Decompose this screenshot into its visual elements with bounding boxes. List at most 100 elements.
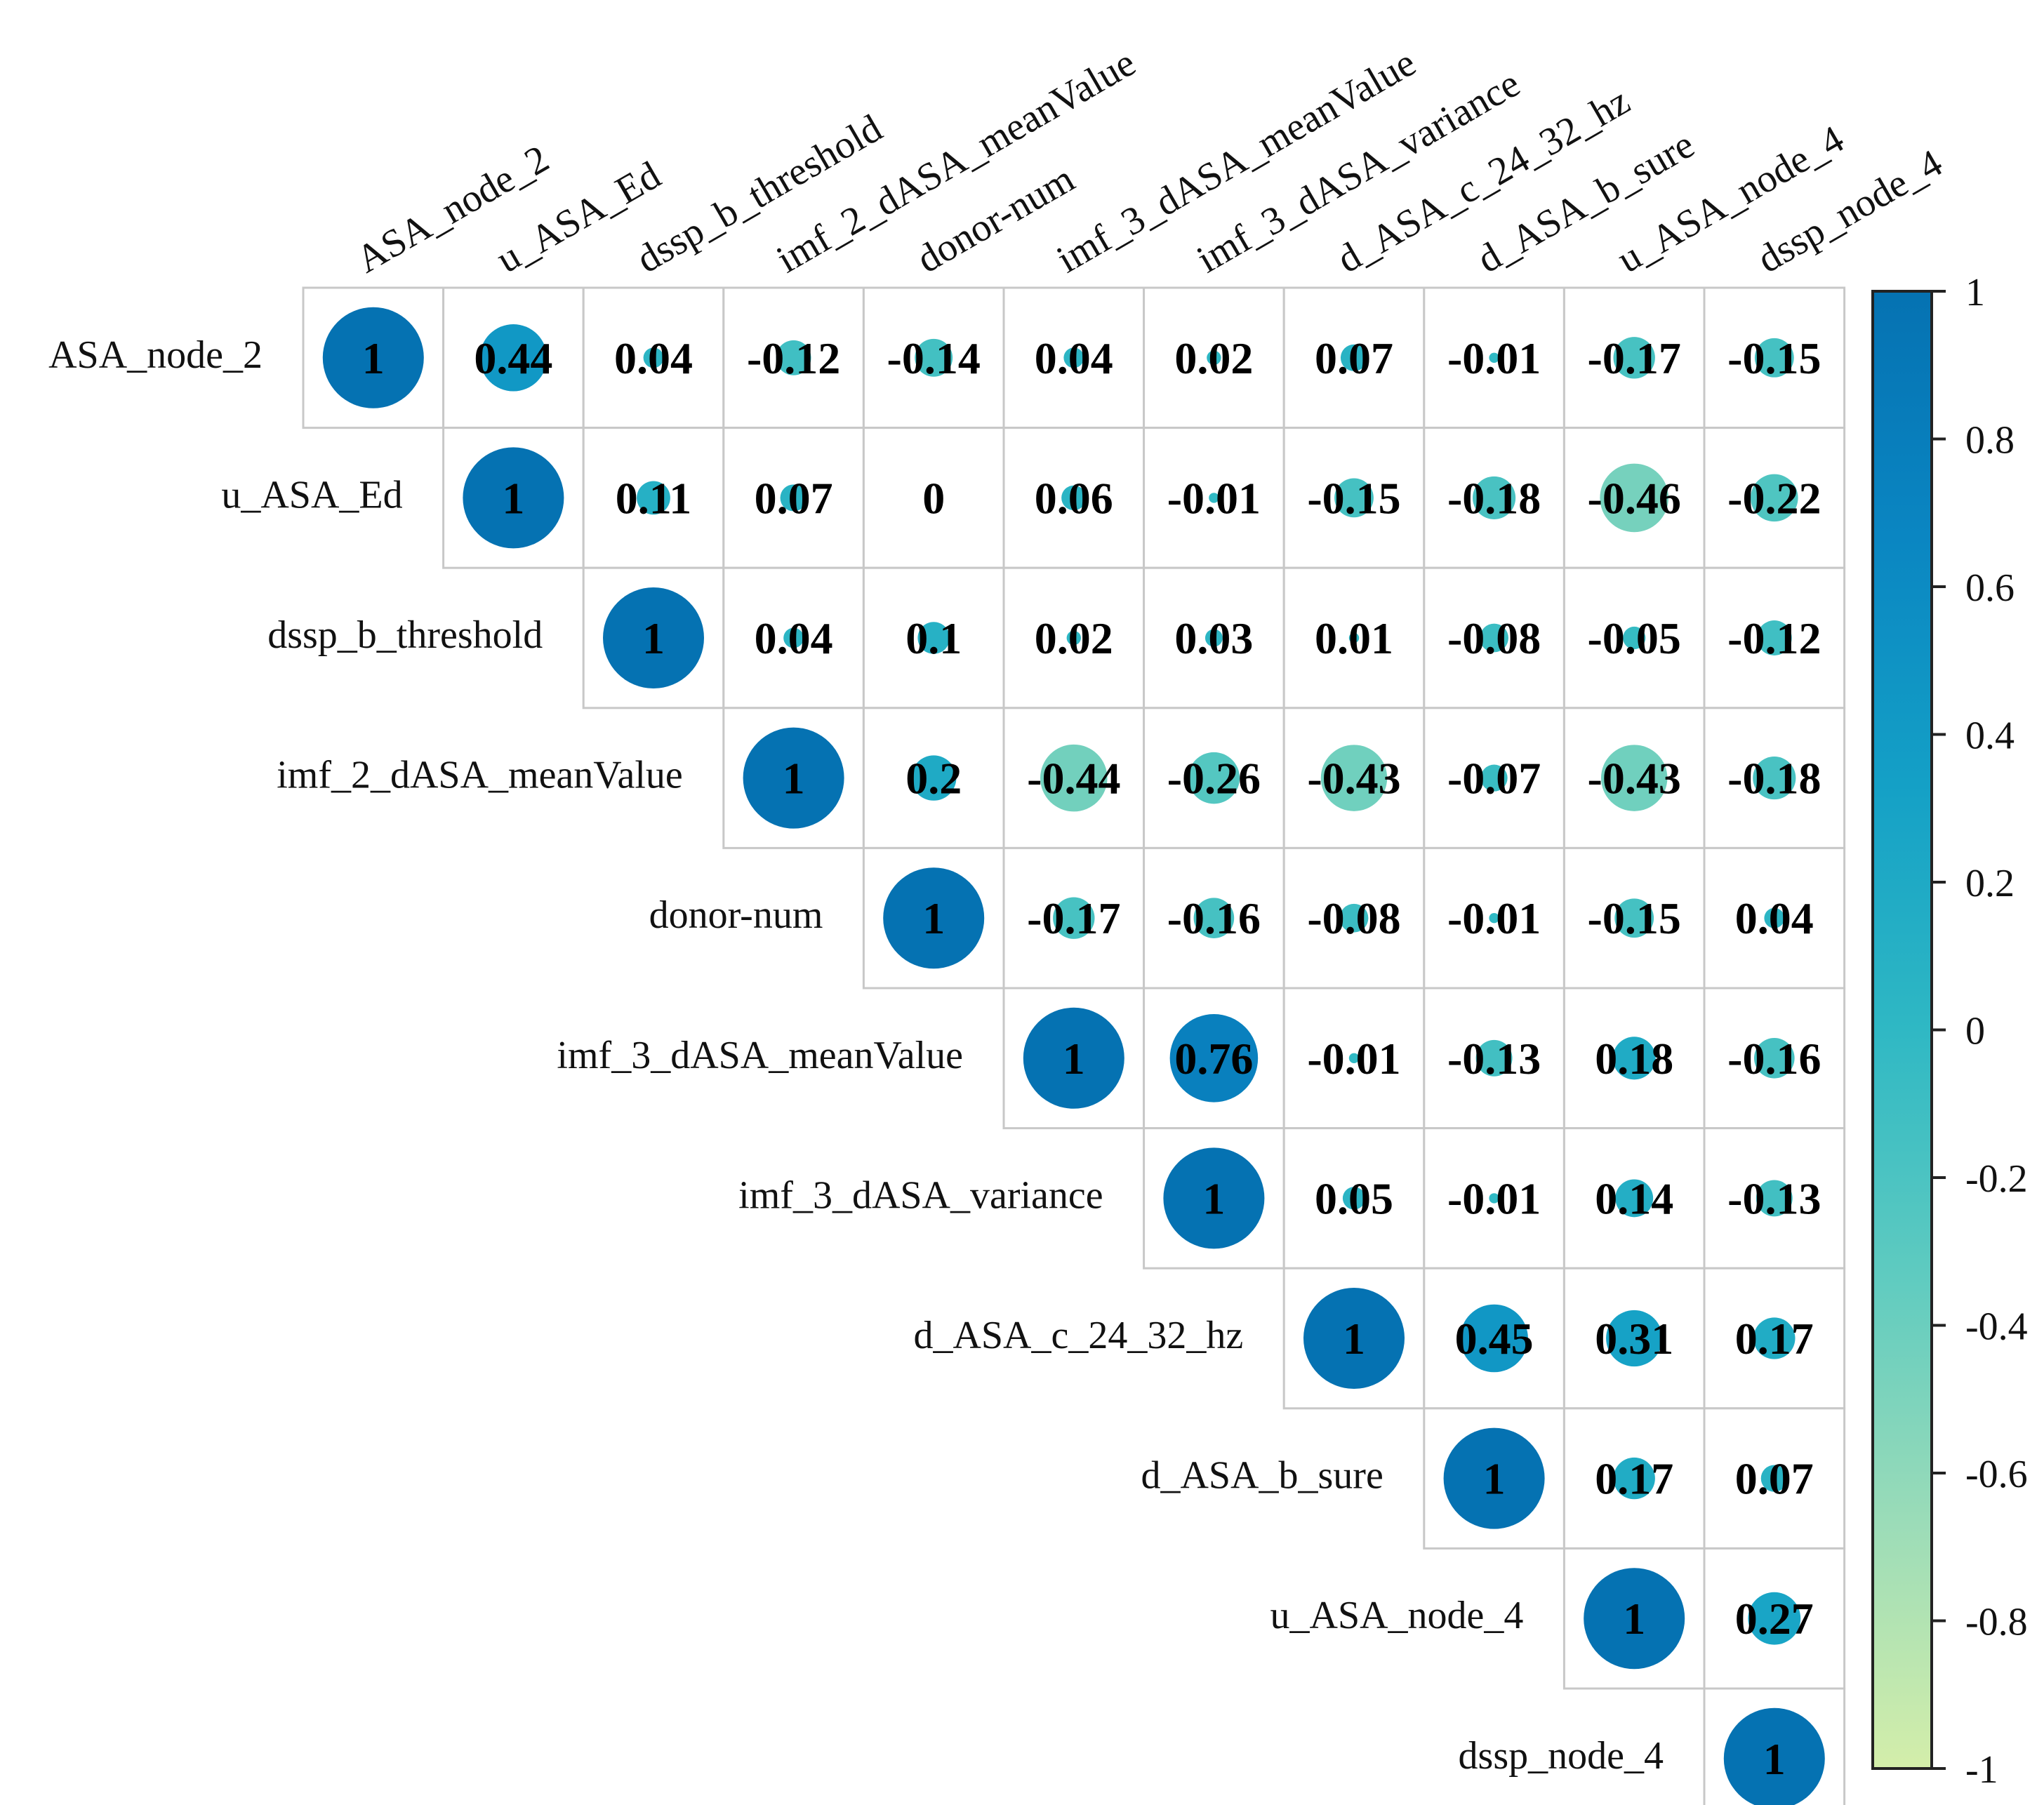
row-label: ASA_node_2 [48, 333, 263, 377]
correlation-value: 0 [922, 473, 945, 523]
correlation-circle [1489, 913, 1499, 924]
colorbar-tick-label: 0.2 [1965, 862, 2015, 905]
correlation-circle [776, 340, 811, 375]
correlation-value: 0.45 [1455, 1314, 1534, 1364]
correlation-value: -0.18 [1727, 754, 1821, 804]
correlation-value: 0.02 [1174, 333, 1253, 383]
correlation-value: -0.15 [1307, 473, 1400, 523]
correlation-circle [780, 484, 807, 512]
correlation-value: -0.01 [1167, 473, 1261, 523]
correlation-circle [1053, 897, 1095, 939]
column-labels: ASA_node_2u_ASA_Eddssp_b_thresholdimf_2_… [349, 41, 1949, 281]
correlation-value: -0.16 [1727, 1034, 1821, 1084]
correlation-value: 1 [1202, 1173, 1225, 1223]
correlation-value: -0.43 [1307, 754, 1400, 804]
correlation-circle [1169, 1014, 1259, 1103]
correlation-circle [1615, 1179, 1654, 1218]
colorbar-tick-label: -0.2 [1965, 1157, 2028, 1201]
correlation-value: 0.01 [1315, 613, 1393, 663]
correlation-circle [1753, 1317, 1796, 1359]
correlation-value: 0.03 [1174, 613, 1253, 663]
correlation-circle [1751, 474, 1798, 522]
correlation-circle [783, 627, 804, 648]
correlation-circle [1480, 764, 1508, 792]
correlation-value: -0.07 [1447, 754, 1541, 804]
row-label: imf_3_dASA_meanValue [557, 1034, 963, 1077]
correlation-value: -0.46 [1588, 473, 1681, 523]
cell-1-3 [722, 427, 865, 569]
correlation-circle [1334, 478, 1374, 518]
colorbar-gradient [1871, 290, 1933, 1770]
correlation-value: -0.22 [1727, 473, 1821, 523]
correlation-circle [1303, 1288, 1405, 1389]
row-label: d_ASA_b_sure [1141, 1454, 1383, 1498]
correlation-circle [1443, 1427, 1545, 1529]
correlation-value: 0.14 [1595, 1173, 1673, 1223]
correlation-circle [1340, 344, 1368, 371]
correlation-value: -0.13 [1727, 1173, 1821, 1223]
row-label: d_ASA_c_24_32_hz [913, 1314, 1243, 1357]
correlation-value: 0.07 [1315, 333, 1393, 383]
correlation-circle [1348, 632, 1360, 644]
correlation-circle [1723, 1707, 1825, 1805]
correlation-value: 0.04 [614, 333, 693, 383]
correlation-circle [1613, 1457, 1655, 1500]
correlation-value: 1 [1343, 1314, 1365, 1364]
correlation-value: 0.17 [1735, 1314, 1814, 1364]
correlation-circle [1600, 745, 1668, 811]
correlation-circle [1754, 1038, 1795, 1079]
cell-0-7 [1282, 286, 1426, 429]
row-label: dssp_b_threshold [267, 613, 543, 657]
colorbar-tick-label: 0.6 [1965, 566, 2015, 610]
correlation-value: -0.15 [1727, 333, 1821, 383]
correlation-circle [1204, 629, 1223, 647]
colorbar-tick-label: 1 [1965, 271, 1985, 314]
correlation-circle [1754, 338, 1794, 378]
correlation-value: 0.04 [755, 613, 833, 663]
correlation-circle [1475, 1039, 1513, 1077]
correlation-circle [1489, 1193, 1499, 1204]
correlation-circle [1489, 352, 1499, 363]
correlation-circle [1040, 744, 1108, 812]
colorbar-tick-label: 0.4 [1965, 714, 2015, 758]
correlation-circle [1063, 347, 1084, 368]
row-label: dssp_node_4 [1459, 1734, 1664, 1778]
correlation-circle [1193, 898, 1235, 938]
correlation-value: 0.06 [1035, 473, 1113, 523]
correlation-value: -0.17 [1588, 333, 1681, 383]
correlation-circle [603, 587, 704, 688]
correlation-value: 1 [1623, 1594, 1645, 1644]
colorbar: 10.80.60.40.20-0.2-0.4-0.6-0.8-1 [1871, 271, 2028, 1792]
correlation-value: 0.07 [1735, 1454, 1814, 1504]
colorbar-tick-label: -1 [1965, 1748, 1998, 1792]
correlation-circle [479, 324, 548, 392]
correlation-value: 0.17 [1595, 1454, 1673, 1504]
colorbar-tick-label: 0.8 [1965, 419, 2015, 462]
row-label: donor-num [649, 893, 823, 937]
correlation-value: -0.05 [1588, 613, 1681, 663]
correlation-circle [1760, 1465, 1788, 1492]
correlation-circle [1066, 630, 1081, 646]
correlation-circle [463, 447, 564, 549]
correlation-circle [915, 338, 953, 377]
correlation-value: -0.01 [1447, 333, 1541, 383]
correlation-circle [1756, 1180, 1793, 1217]
colorbar-tick-label: 0 [1965, 1010, 1985, 1053]
correlation-value: 0.07 [755, 473, 833, 523]
correlation-value: 0.04 [1735, 893, 1814, 943]
correlation-circle [1753, 757, 1796, 800]
correlation-circle [322, 307, 424, 408]
row-label: u_ASA_Ed [221, 473, 402, 517]
colorbar-tick-label: -0.6 [1965, 1453, 2028, 1496]
correlation-value: -0.15 [1588, 893, 1681, 943]
correlation-circle [1188, 752, 1240, 804]
correlation-value: -0.08 [1447, 613, 1541, 663]
correlation-circle [1473, 476, 1516, 519]
correlation-circle [1348, 1053, 1360, 1064]
correlation-value: 0.44 [474, 333, 552, 383]
correlation-value: 0.1 [905, 613, 962, 663]
correlation-circle [1207, 350, 1221, 365]
correlation-circle [1339, 903, 1369, 933]
